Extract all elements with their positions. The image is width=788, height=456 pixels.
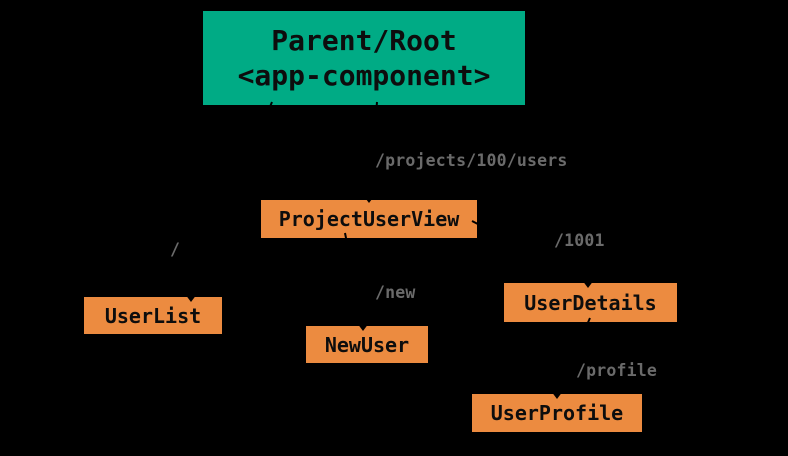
node-user-profile-label: UserProfile <box>490 401 624 425</box>
edge-root-to-project-user-view <box>368 101 378 197</box>
node-project-user-view: ProjectUserView <box>261 200 477 238</box>
root-node-tag: <app-component> <box>237 59 491 92</box>
route-label-projects-100-users: /projects/100/users <box>375 151 568 170</box>
node-new-user-label: NewUser <box>324 332 410 357</box>
node-project-user-view-label: ProjectUserView <box>278 207 460 231</box>
node-user-details-label: UserDetails <box>524 290 657 315</box>
node-new-user: NewUser <box>306 326 428 363</box>
root-node-title: Parent/Root <box>271 24 457 57</box>
root-node: Parent/Root <app-component> <box>203 11 525 105</box>
node-user-list-label: UserList <box>104 303 202 328</box>
route-label-profile: /profile <box>576 361 658 380</box>
route-label-new: /new <box>375 283 416 302</box>
route-label-1001: /1001 <box>554 231 605 250</box>
edge-project-user-view-to-new-user <box>344 232 364 325</box>
edge-project-user-view-to-user-details <box>471 220 589 282</box>
route-label-root-slash: / <box>170 240 181 259</box>
node-user-list: UserList <box>84 297 222 334</box>
node-user-details: UserDetails <box>504 283 677 322</box>
edge-root-to-user-list <box>190 101 273 296</box>
node-user-profile: UserProfile <box>472 394 642 432</box>
